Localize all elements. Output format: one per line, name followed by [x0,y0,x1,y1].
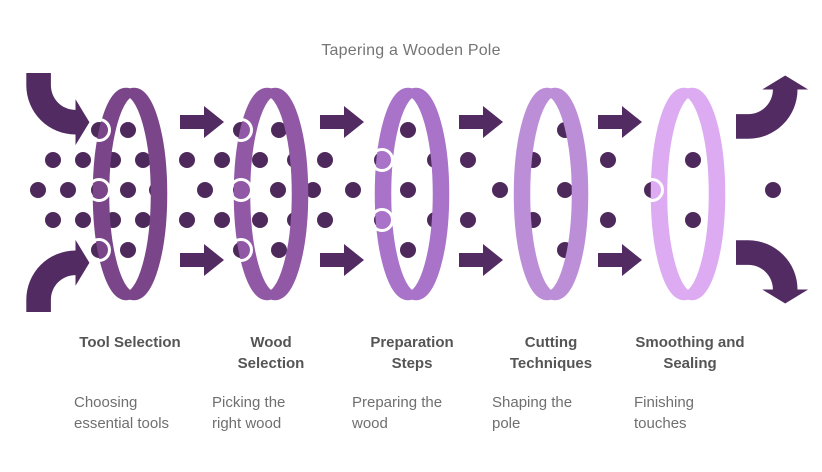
particle-dot [135,152,151,168]
step-title: Smoothing and Sealing [635,334,745,372]
flow-arrow-icon [320,106,364,138]
particle-dot [197,182,213,198]
funnel-ring [100,87,168,301]
particle-dot [75,152,91,168]
step-title: Tool Selection [79,334,181,351]
particle-dot [60,182,76,198]
ring-marker-icon [87,238,111,262]
particle-dot [30,182,46,198]
funnel-ring [521,87,589,301]
particle-dot [317,152,333,168]
particle-dot [400,182,416,198]
curved-arrow-out-top-icon [736,75,809,139]
particle-dot [252,152,268,168]
step-description: Finishing touches [634,394,695,432]
ring-marker-icon [87,118,111,142]
particle-dot [120,122,136,138]
particle-dot [120,242,136,258]
flow-arrow-icon [180,106,224,138]
particle-dot [270,182,286,198]
particle-dot [252,212,268,228]
particle-dot [214,212,230,228]
particle-dot [460,212,476,228]
flow-arrow-icon [598,244,642,276]
particle-dot [345,182,361,198]
ring-marker-icon [370,208,394,232]
particle-dot [317,212,333,228]
flow-arrow-icon [459,244,503,276]
curved-arrow-out-bottom-icon [736,240,809,304]
particle-dot [400,242,416,258]
particle-dot [120,182,136,198]
flow-arrow-icon [598,106,642,138]
particle-dot [75,212,91,228]
particle-dot [179,152,195,168]
particle-dot [460,152,476,168]
page-title: Tapering a Wooden Pole [321,42,501,59]
ring-marker-icon [229,178,253,202]
step-description: Picking the right wood [212,394,286,432]
ring-marker-icon [229,238,253,262]
particle-dot [557,182,573,198]
particle-dot [685,152,701,168]
particle-dot [492,182,508,198]
ring-marker-icon [87,178,111,202]
particle-dot [45,212,61,228]
particle-dot [600,152,616,168]
step-title: Cutting Techniques [509,334,593,372]
particle-dot [179,212,195,228]
funnel-ring [382,87,450,301]
step-title: Wood Selection [237,334,305,372]
particle-dot [305,182,321,198]
flow-arrow-icon [320,244,364,276]
particle-dot [271,122,287,138]
step-description: Choosing essential tools [74,394,170,432]
flow-arrow-icon [180,244,224,276]
curved-arrow-in-top-icon [26,73,90,146]
particle-dot [135,212,151,228]
particle-dot [45,152,61,168]
curved-arrow-in-bottom-icon [26,239,90,312]
particle-dot [765,182,781,198]
particle-dot [271,242,287,258]
funnel-ring [241,87,309,301]
particle-dot [400,122,416,138]
step-description: Preparing the wood [352,394,443,432]
ring-marker-icon [370,148,394,172]
particle-dot [214,152,230,168]
step-description: Shaping the pole [492,394,573,432]
particle-dot [600,212,616,228]
ring-marker-icon [229,118,253,142]
funnel-diagram [26,73,809,312]
particle-dot [685,212,701,228]
step-title: Preparation Steps [370,334,454,372]
ring-marker-icon [640,178,664,202]
flow-arrow-icon [459,106,503,138]
